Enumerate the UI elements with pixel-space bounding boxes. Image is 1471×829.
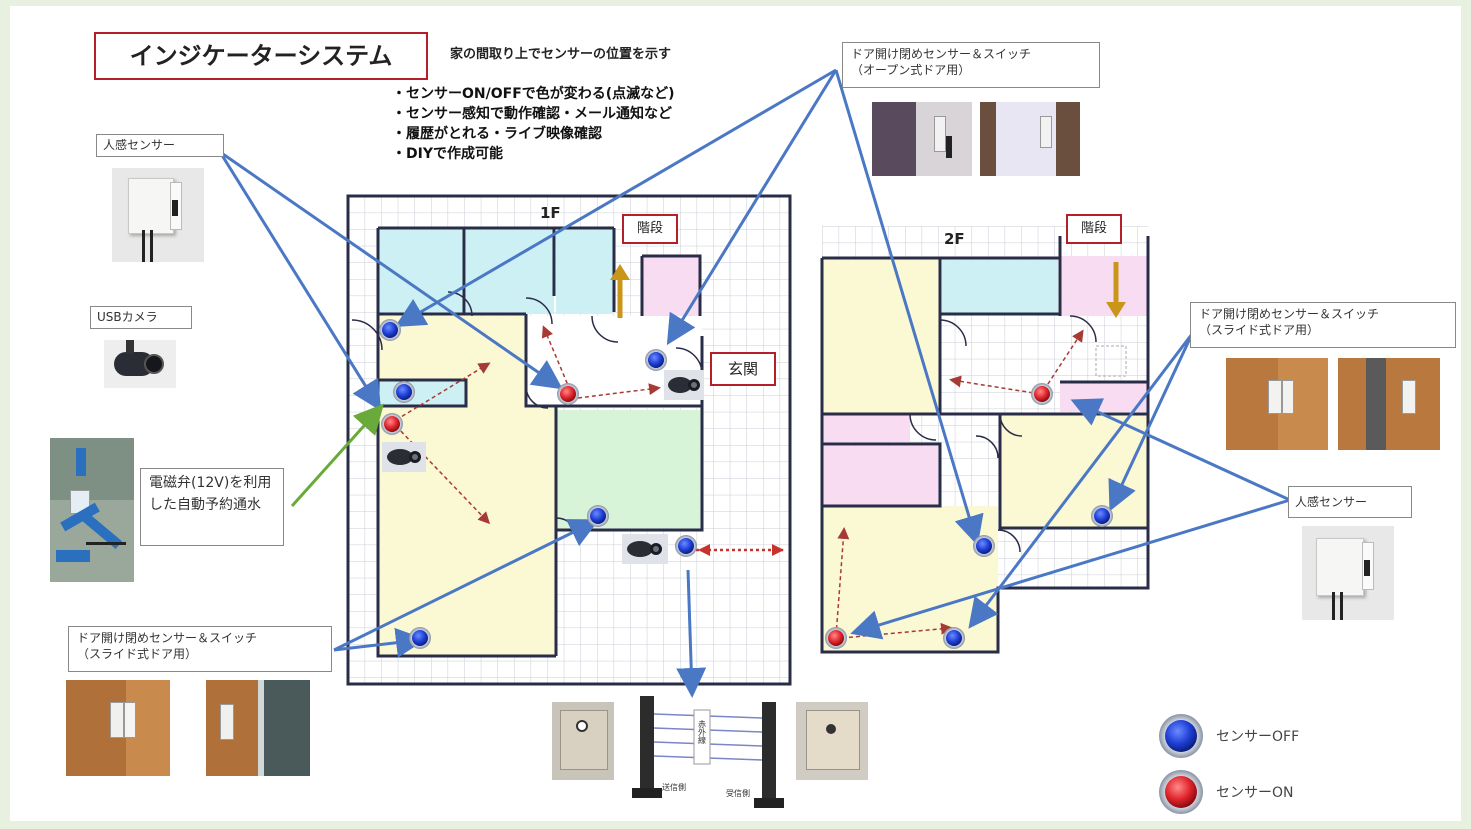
legend-on-label: センサーON — [1216, 785, 1294, 801]
solenoid-valve-photo — [50, 438, 134, 582]
sensor-off-marker — [675, 535, 697, 557]
feature-item: ・履歴がとれる・ライブ映像確認 — [392, 126, 602, 142]
ir-sender-label: 送信側 — [662, 782, 686, 792]
motion-sensor-photo — [1302, 526, 1394, 620]
sensor-off-marker — [1091, 505, 1113, 527]
floor-plan: 1F 2F — [218, 68, 1291, 814]
page-title: インジケーターシステム — [94, 32, 428, 80]
door-sensor-photo — [66, 680, 170, 776]
ir-receiver-label: 受信側 — [726, 788, 750, 798]
motion-sensor-label-left: 人感センサー — [96, 134, 224, 157]
solenoid-connector — [290, 403, 385, 508]
ir-sensor-box-photo — [552, 702, 614, 780]
sensor-off-marker — [587, 505, 609, 527]
door-sensor-label-slide-left: ドア開け閉めセンサー＆スイッチ （スライド式ドア用） — [68, 626, 332, 672]
floor2-room — [1000, 414, 1148, 528]
feature-item: ・DIYで作成可能 — [392, 146, 503, 162]
sensor-on-marker — [381, 413, 403, 435]
door-sensor-photo — [872, 102, 972, 176]
sensor-off-marker — [943, 627, 965, 649]
motion-sensor-label-right: 人感センサー — [1288, 486, 1412, 518]
legend-off-label: センサーOFF — [1216, 729, 1300, 745]
floor1-room — [378, 380, 466, 406]
ir-beam-sensor: 赤外線 送信側 受信側 — [632, 696, 784, 808]
door-sensor-photo — [980, 102, 1080, 176]
feature-item: ・センサーON/OFFで色が変わる(点滅など) — [392, 86, 675, 102]
sensor-off-marker — [379, 319, 401, 341]
floor1-stairs-label: 階段 — [622, 214, 678, 244]
feature-list: ・センサーON/OFFで色が変わる(点滅など) ・センサー感知で動作確認・メール… — [392, 84, 675, 164]
usb-camera-label: USBカメラ — [90, 306, 192, 329]
floor1-label: 1F — [540, 204, 561, 222]
camera-icon — [382, 442, 426, 472]
floor2-room — [942, 258, 1058, 314]
solenoid-label: 電磁弁(12V)を利用した自動予約通水 — [140, 468, 284, 546]
sensor-on-marker — [557, 383, 579, 405]
camera-icon — [622, 534, 668, 564]
floor2-room — [822, 258, 940, 414]
legend-on-marker — [1159, 770, 1203, 814]
floor1-room — [556, 228, 614, 314]
diagram-canvas: インジケーターシステム 家の間取り上でセンサーの位置を示す ・センサーON/OF… — [10, 6, 1461, 821]
door-sensor-photo — [206, 680, 310, 776]
legend-off-marker — [1159, 714, 1203, 758]
ir-beam-label: 赤外線 — [698, 720, 707, 744]
sensor-on-markers — [381, 383, 1053, 649]
floor2-label: 2F — [944, 230, 965, 248]
sensor-on-marker — [1031, 383, 1053, 405]
camera-icon — [664, 370, 704, 400]
floor2-room — [1060, 256, 1148, 316]
sensor-on-marker — [825, 627, 847, 649]
door-sensor-label-slide-right: ドア開け閉めセンサー＆スイッチ （スライド式ドア用） — [1190, 302, 1456, 348]
sensor-off-marker — [409, 627, 431, 649]
sensor-off-marker — [973, 535, 995, 557]
subtitle: 家の間取り上でセンサーの位置を示す — [450, 47, 672, 62]
motion-sensor-photo — [112, 168, 204, 262]
ir-sensor-box-photo — [796, 702, 868, 780]
door-sensor-photo — [1226, 358, 1328, 450]
connector-lines — [218, 68, 1291, 698]
floor2-room — [822, 446, 938, 506]
floor2-stairs-label: 階段 — [1066, 214, 1122, 244]
door-sensor-photo — [1338, 358, 1440, 450]
usb-camera-photo — [104, 340, 176, 388]
sensor-off-markers — [379, 319, 1113, 649]
feature-item: ・センサー感知で動作確認・メール通知など — [392, 106, 672, 122]
floor1-room — [556, 410, 702, 530]
door-sensor-label-open-top: ドア開け閉めセンサー＆スイッチ （オープン式ドア用） — [842, 42, 1100, 88]
entrance-label: 玄関 — [710, 352, 776, 386]
sensor-off-marker — [393, 381, 415, 403]
floor2-room — [822, 414, 910, 444]
sensor-off-marker — [645, 349, 667, 371]
